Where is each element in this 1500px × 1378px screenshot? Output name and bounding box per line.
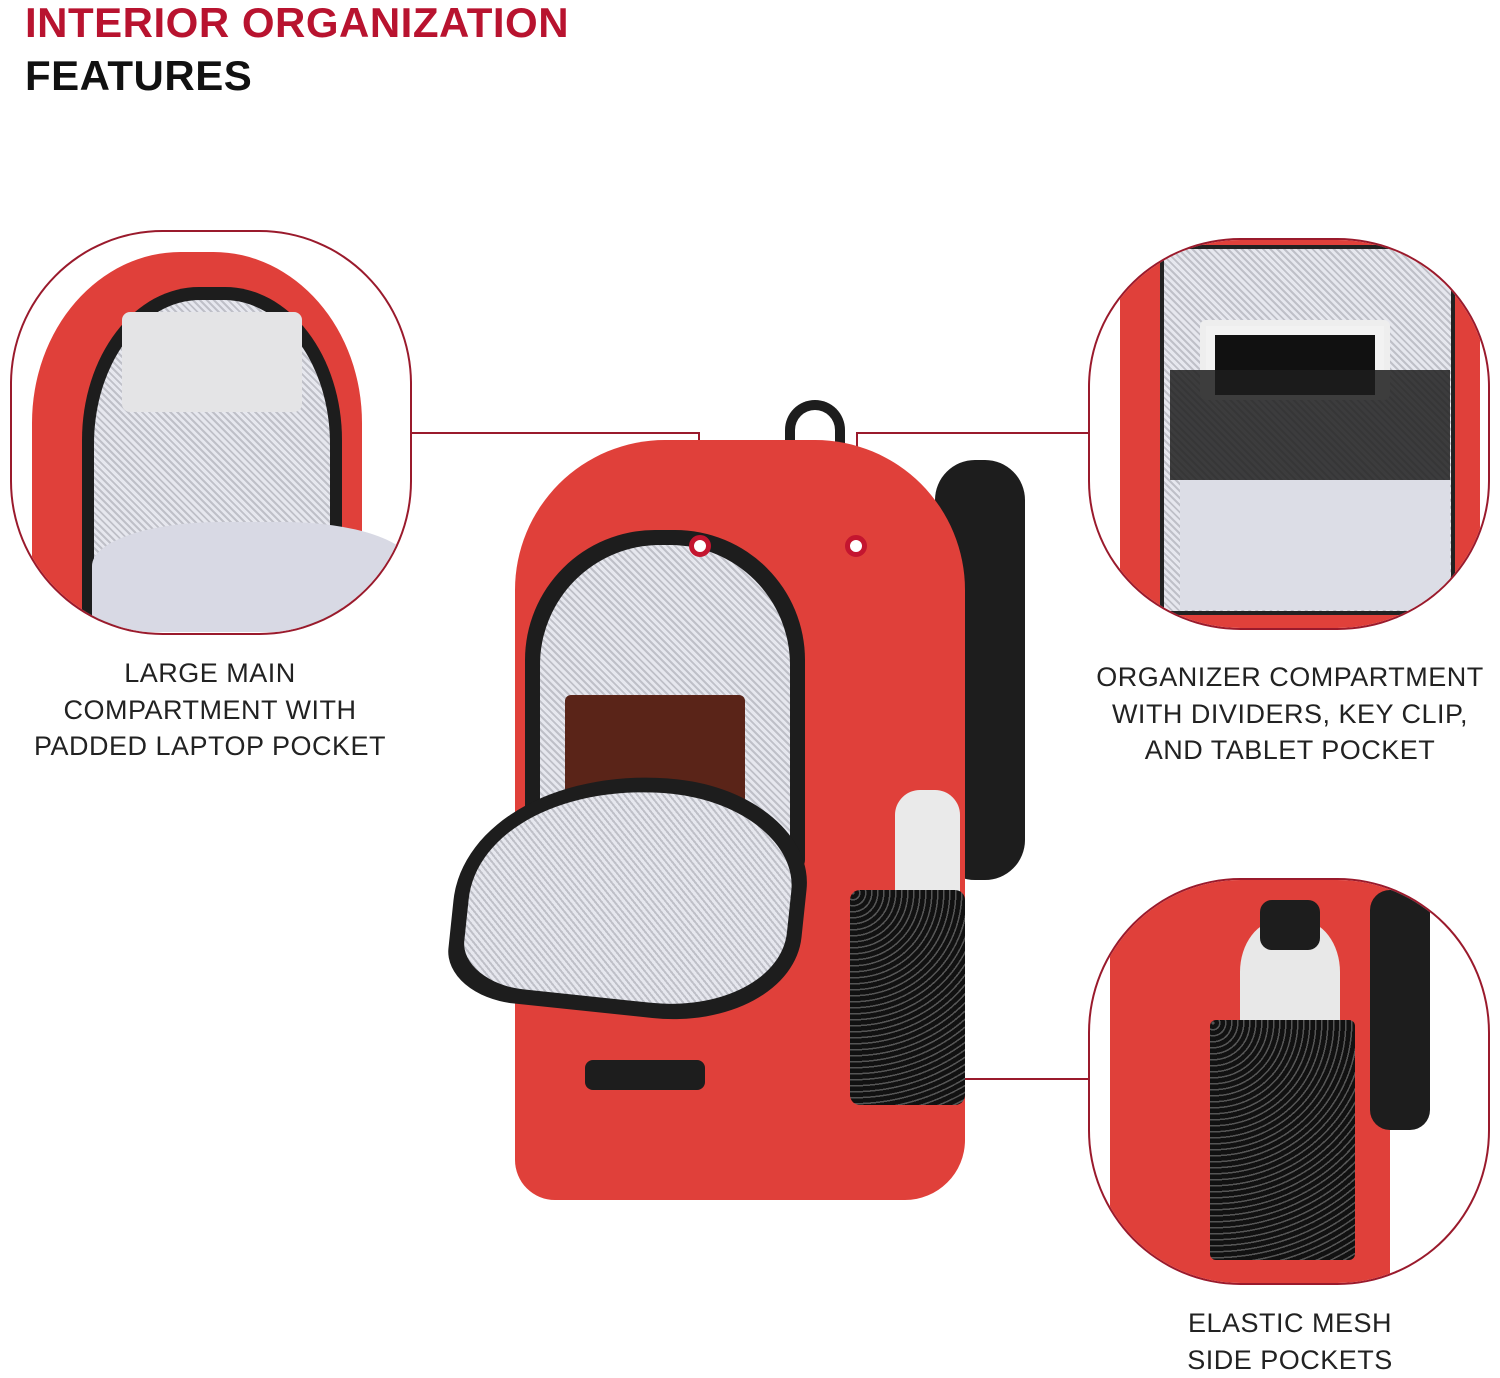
mesh-pocket	[1210, 1020, 1355, 1260]
organizer-compartment-photo	[1088, 238, 1490, 630]
backpack-photo	[455, 400, 1065, 1200]
main-compartment-photo	[10, 230, 412, 635]
bottle-cap	[1260, 900, 1320, 950]
mesh-pocket-photo	[1088, 878, 1490, 1285]
laptop	[122, 312, 302, 412]
title-line-1: INTERIOR ORGANIZATION	[25, 0, 569, 46]
caption-line: ELASTIC MESH	[1090, 1305, 1490, 1342]
caption-line: WITH DIVIDERS, KEY CLIP,	[1080, 696, 1500, 733]
callout-marker-organizer	[845, 535, 867, 557]
caption-line: COMPARTMENT WITH	[10, 692, 410, 729]
callout-marker-main	[689, 535, 711, 557]
shoulder-strap	[1370, 890, 1430, 1130]
caption-line: AND TABLET POCKET	[1080, 732, 1500, 769]
organizer-panel	[1170, 370, 1450, 480]
bottom-handle	[585, 1060, 705, 1090]
compartment-floor	[1180, 480, 1450, 610]
title-line-2: FEATURES	[25, 53, 252, 99]
organizer-compartment-caption: ORGANIZER COMPARTMENT WITH DIVIDERS, KEY…	[1080, 659, 1500, 769]
main-compartment-caption: LARGE MAIN COMPARTMENT WITH PADDED LAPTO…	[10, 655, 410, 765]
caption-line: PADDED LAPTOP POCKET	[10, 728, 410, 765]
caption-line: LARGE MAIN	[10, 655, 410, 692]
mesh-side-pocket	[850, 890, 965, 1105]
caption-line: ORGANIZER COMPARTMENT	[1080, 659, 1500, 696]
laptop-pocket	[92, 522, 412, 632]
mesh-pocket-caption: ELASTIC MESH SIDE POCKETS	[1090, 1305, 1490, 1378]
